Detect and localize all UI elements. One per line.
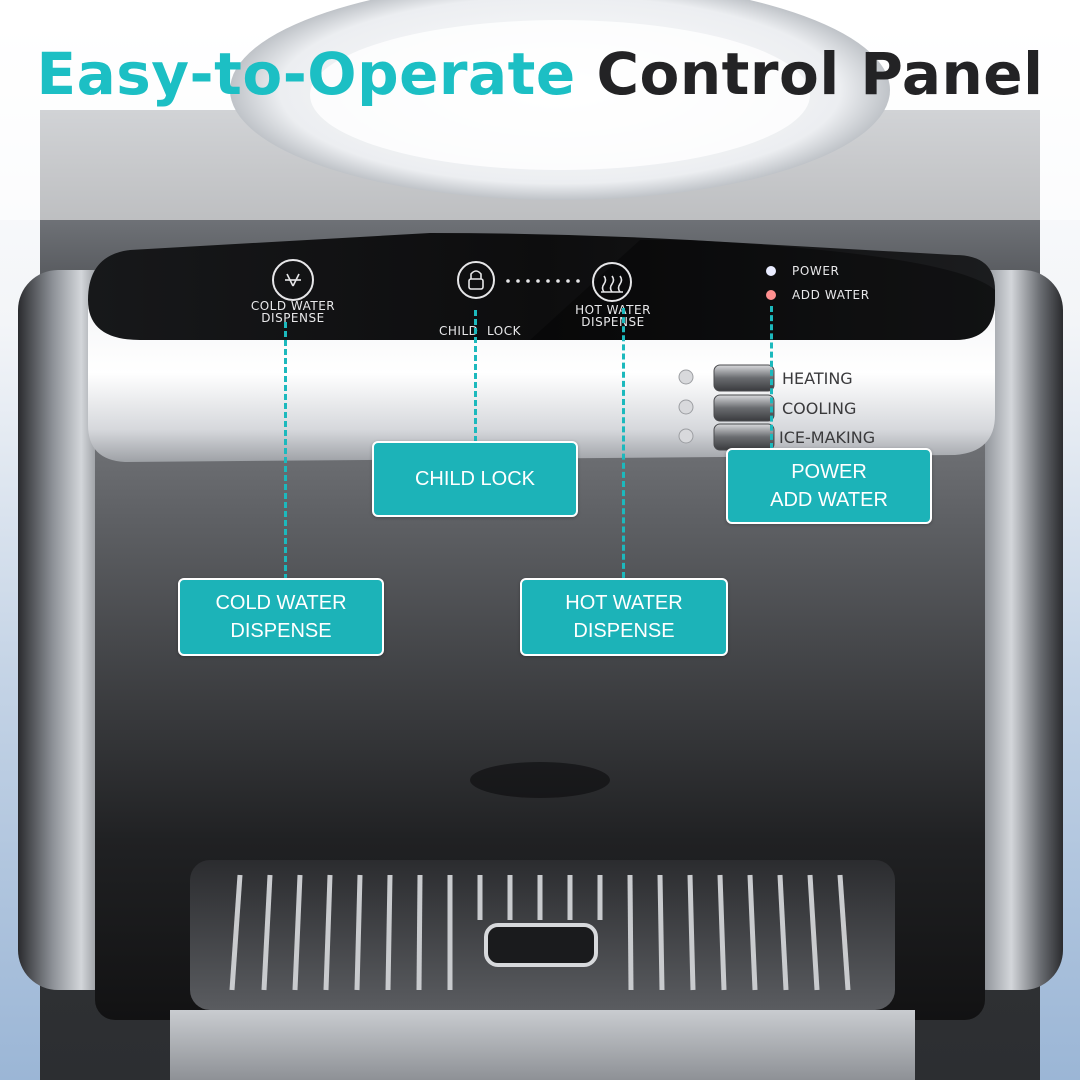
child-lock-leader-line [474, 310, 477, 442]
hot-water-callout: HOT WATER DISPENSE [520, 578, 728, 656]
heat-waves-icon-glyph [601, 275, 623, 293]
rear-switch-panel [678, 364, 775, 451]
dotted-link [506, 279, 580, 283]
title-accent-text: Easy-to-Operate [36, 40, 576, 108]
power-add-water-callout: POWER ADD WATER [726, 448, 932, 524]
heating-switch[interactable] [713, 364, 775, 392]
snowflake-icon[interactable] [272, 259, 314, 301]
title-dark-text: Control Panel [596, 40, 1044, 108]
snowflake-icon-glyph [285, 273, 301, 287]
heat-waves-icon[interactable] [592, 262, 632, 302]
power-led [766, 266, 776, 276]
drip-tray-grille [229, 874, 851, 991]
lock-icon-shackle [470, 270, 482, 279]
power-led-label: POWER [792, 264, 840, 278]
hot-water-panel-label: HOT WATER DISPENSE [575, 303, 651, 329]
heating-switch-label: HEATING [782, 369, 853, 388]
ice-making-switch-label: ICE-MAKING [779, 428, 876, 447]
cold-water-leader-line [284, 322, 287, 580]
cold-water-panel-label: COLD WATER DISPENSE [250, 299, 336, 325]
ice-making-switch[interactable] [713, 423, 775, 451]
add-water-led-label: ADD WATER [792, 288, 870, 302]
page-title: Easy-to-Operate Control Panel [0, 40, 1080, 108]
add-water-led [766, 290, 776, 300]
cooling-switch-label: COOLING [782, 399, 857, 418]
power-leader-line [770, 306, 773, 449]
child-lock-panel-label: CHILD LOCK [439, 324, 521, 338]
drip-tray-handle [484, 923, 598, 967]
lock-icon-body [468, 278, 484, 290]
child-lock-callout: CHILD LOCK [372, 441, 578, 517]
cold-water-callout: COLD WATER DISPENSE [178, 578, 384, 656]
hot-water-leader-line [622, 308, 625, 578]
cooling-switch[interactable] [713, 394, 775, 422]
lock-icon[interactable] [457, 261, 495, 299]
